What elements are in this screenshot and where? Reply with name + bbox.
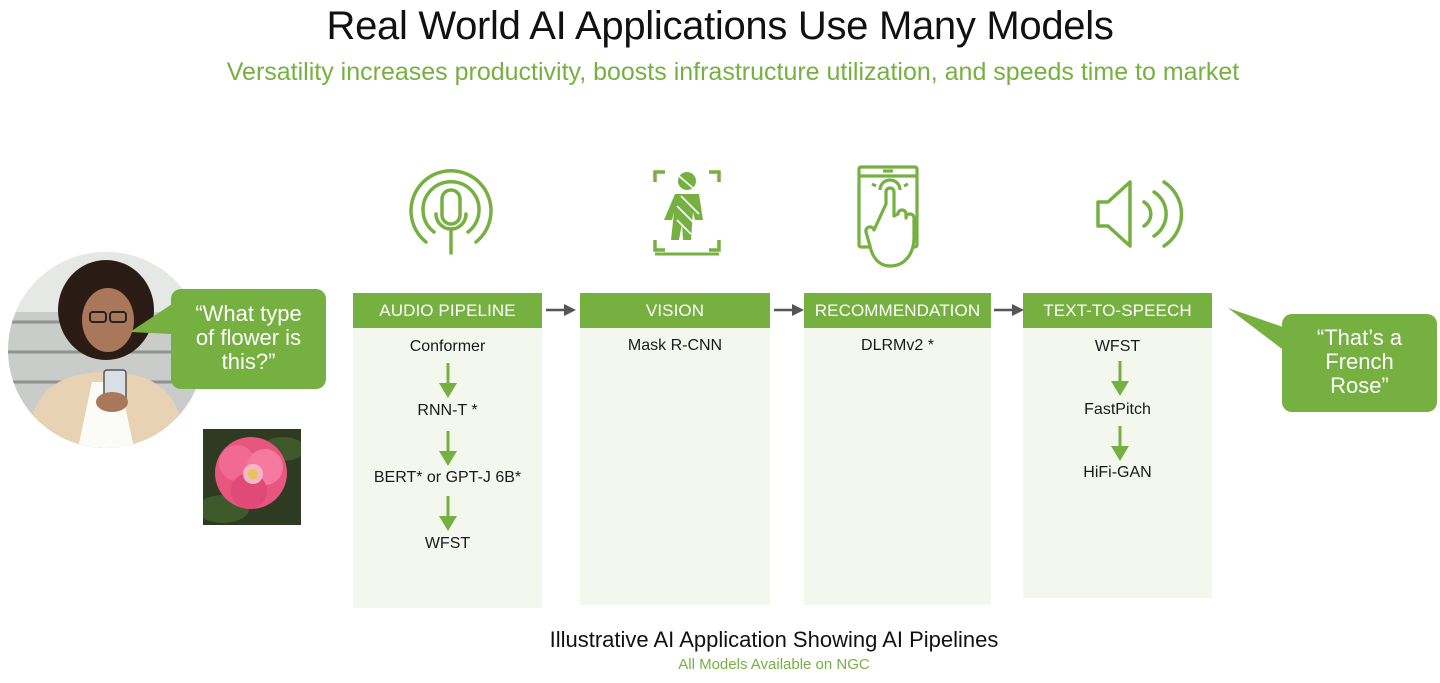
model-label: WFST <box>424 535 471 552</box>
reply-bubble-line: “That’s a <box>1316 325 1403 350</box>
column-audio-pipeline: AUDIO PIPELINE Conformer RNN-T * BERT* o… <box>353 293 542 608</box>
column-header: VISION <box>580 293 770 328</box>
page-subtitle: Versatility increases productivity, boos… <box>226 58 1240 86</box>
page-title: Real World AI Applications Use Many Mode… <box>326 4 1114 48</box>
flow-arrow-icon <box>774 304 804 316</box>
person-detection-icon <box>645 166 729 258</box>
model-label: Conformer <box>409 338 486 355</box>
down-arrow-icon <box>439 496 457 531</box>
diagram-caption: Illustrative AI Application Showing AI P… <box>549 627 999 652</box>
column-header: AUDIO PIPELINE <box>353 293 542 328</box>
reply-bubble-line: French <box>1325 349 1394 374</box>
column-recommendation: RECOMMENDATION DLRMv2 * <box>804 293 991 605</box>
model-label: BERT* or GPT-J 6B* <box>373 469 522 486</box>
column-vision: VISION Mask R-CNN <box>580 293 770 605</box>
column-header: TEXT-TO-SPEECH <box>1023 293 1212 328</box>
model-label: WFST <box>1094 338 1141 355</box>
reply-speech-bubble: “That’s a French Rose” <box>1282 314 1437 412</box>
touch-screen-icon <box>856 164 922 272</box>
reply-bubble-line: Rose” <box>1330 373 1389 398</box>
model-label: DLRMv2 * <box>861 337 934 354</box>
down-arrow-icon <box>439 363 457 398</box>
flow-arrow-icon <box>994 304 1024 316</box>
reply-bubble-tail <box>1228 308 1286 352</box>
model-label: RNN-T * <box>417 402 478 419</box>
column-header: RECOMMENDATION <box>804 293 991 328</box>
model-label: FastPitch <box>1084 401 1151 418</box>
down-arrow-icon <box>439 431 457 466</box>
speaker-icon <box>1092 176 1184 252</box>
user-bubble-line: of flower is <box>195 325 302 350</box>
microphone-icon <box>404 168 498 260</box>
down-arrow-icon <box>1111 426 1129 461</box>
model-label: Mask R-CNN <box>627 337 723 354</box>
user-bubble-tail <box>130 304 172 334</box>
column-text-to-speech: TEXT-TO-SPEECH WFST FastPitch HiFi-GAN <box>1023 293 1212 598</box>
user-speech-bubble: “What type of flower is this?” <box>171 289 326 389</box>
model-label: HiFi-GAN <box>1083 464 1152 481</box>
availability-note: All Models Available on NGC <box>678 656 870 673</box>
user-bubble-line: this?” <box>221 349 276 374</box>
user-bubble-line: “What type <box>195 301 302 326</box>
flow-arrow-icon <box>546 304 576 316</box>
down-arrow-icon <box>1111 361 1129 396</box>
flower-photo <box>203 429 301 525</box>
